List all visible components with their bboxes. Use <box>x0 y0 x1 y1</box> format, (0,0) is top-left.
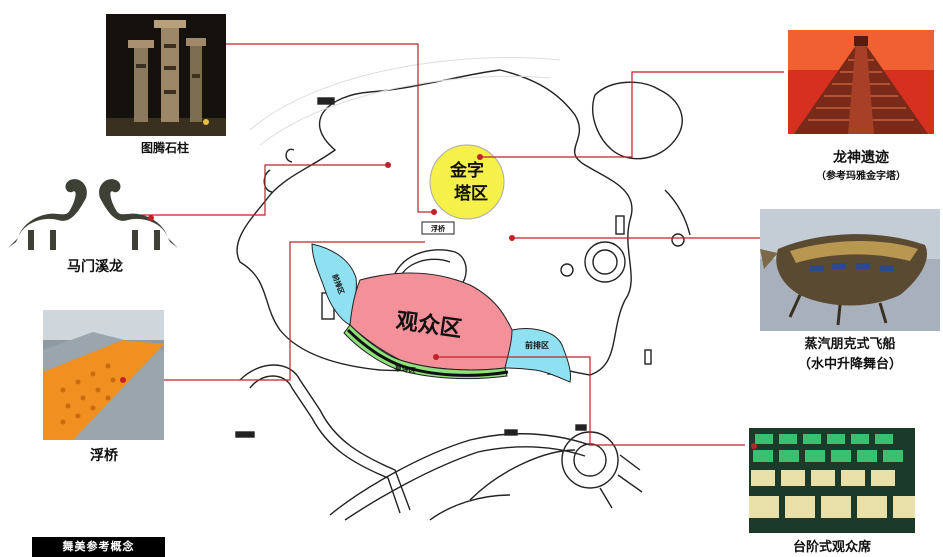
front-row-right-label: 前排区 <box>525 340 549 350</box>
bridge-strip <box>421 221 455 235</box>
dinosaur-illustration <box>8 179 178 250</box>
airship-caption: 蒸汽朋克式飞船 <box>804 337 896 352</box>
plaza-circle <box>584 241 626 283</box>
airship-note: （水中升降舞台） <box>797 357 902 372</box>
totem-photo <box>106 14 226 136</box>
pyramid-zone-circle <box>429 144 505 220</box>
footer-tag: 舞美参考概念 <box>32 537 165 557</box>
floating-bridge-caption: 浮桥 <box>90 448 118 464</box>
dinosaur-caption: 马门溪龙 <box>67 259 123 275</box>
seating-photo <box>749 428 915 533</box>
lawn-zone-label: 草坪区 <box>394 364 416 375</box>
road <box>239 364 411 511</box>
seating-caption: 台阶式观众席 <box>792 540 871 555</box>
leader-lines <box>140 43 784 446</box>
stage-arc <box>391 249 467 286</box>
pyramid-zone-label-2: 塔区 <box>454 183 488 204</box>
airship-photo <box>760 209 940 331</box>
pyramid-zone-label-1: 金字 <box>449 160 484 181</box>
island <box>592 81 683 160</box>
floating-bridge-photo <box>43 310 164 440</box>
front-row-right <box>504 328 571 383</box>
bridge-label: 浮桥 <box>431 224 446 233</box>
lake-outline <box>236 69 633 376</box>
dragon-ruins-note: （参考玛雅金字塔） <box>816 171 906 182</box>
totem-caption: 图腾石柱 <box>140 141 189 155</box>
dragon-ruins-caption: 龙神遗迹 <box>833 150 889 166</box>
dragon-ruins-photo <box>788 30 934 134</box>
